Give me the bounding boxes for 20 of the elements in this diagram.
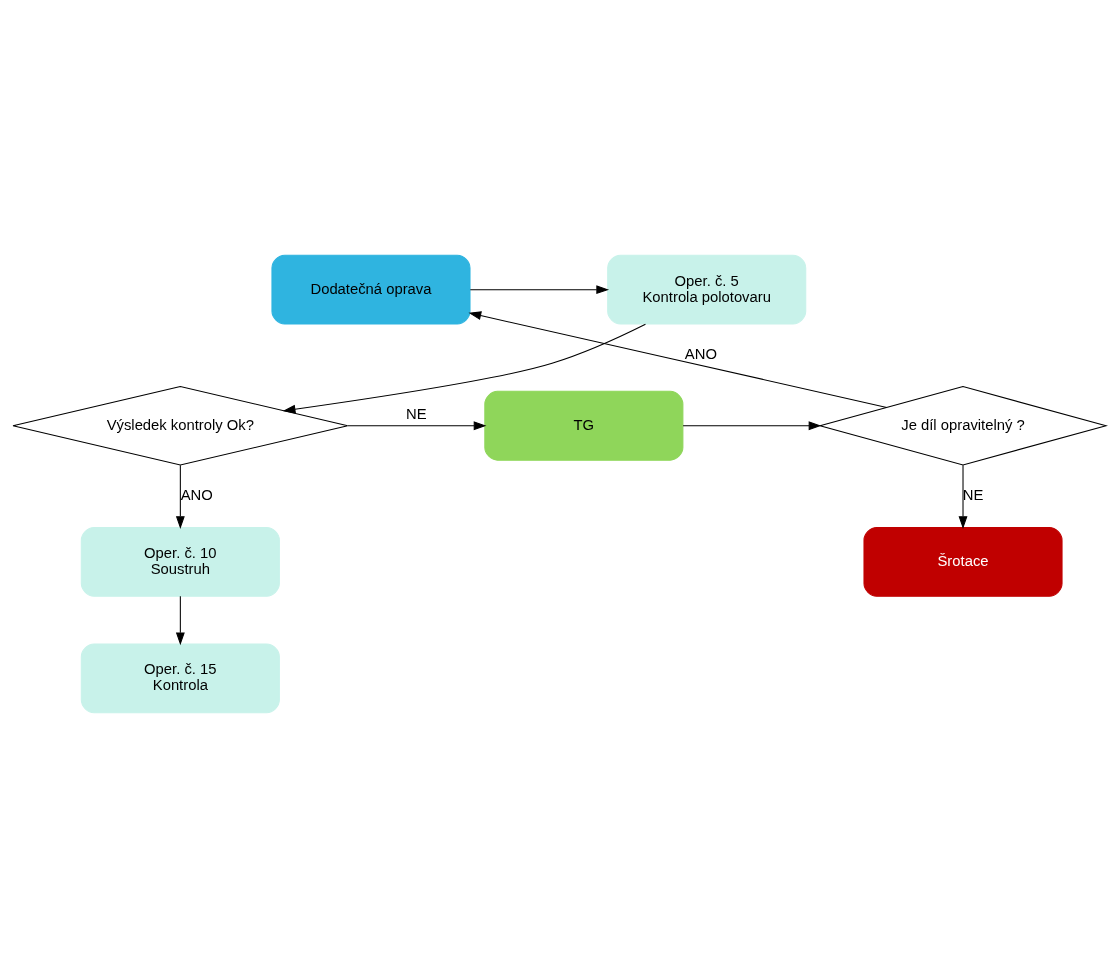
node-box: Dodatečná oprava [271,254,471,325]
arrow [282,323,646,414]
node-box: Oper. č. 5 Kontrola polotovaru [607,254,807,325]
arrow [682,420,822,430]
edge-label: NE [962,486,984,503]
arrow [958,464,968,529]
edge-label: ANO [684,345,717,362]
node-diamond: Výsledek kontroly Ok? [12,385,349,465]
arrow [469,284,610,294]
node-box: Šrotace [863,526,1063,597]
node-box: Oper. č. 15 Kontrola [80,642,280,713]
edge-label: NE [405,405,427,422]
node-box: Oper. č. 10 Soustruh [80,526,280,597]
node-diamond: Je díl opravitelný ? [818,385,1108,465]
arrow [347,420,487,430]
arrow [468,310,888,408]
arrow [175,595,185,645]
edge-label: ANO [180,486,213,503]
node-box: TG [484,390,684,461]
arrow [175,464,185,529]
